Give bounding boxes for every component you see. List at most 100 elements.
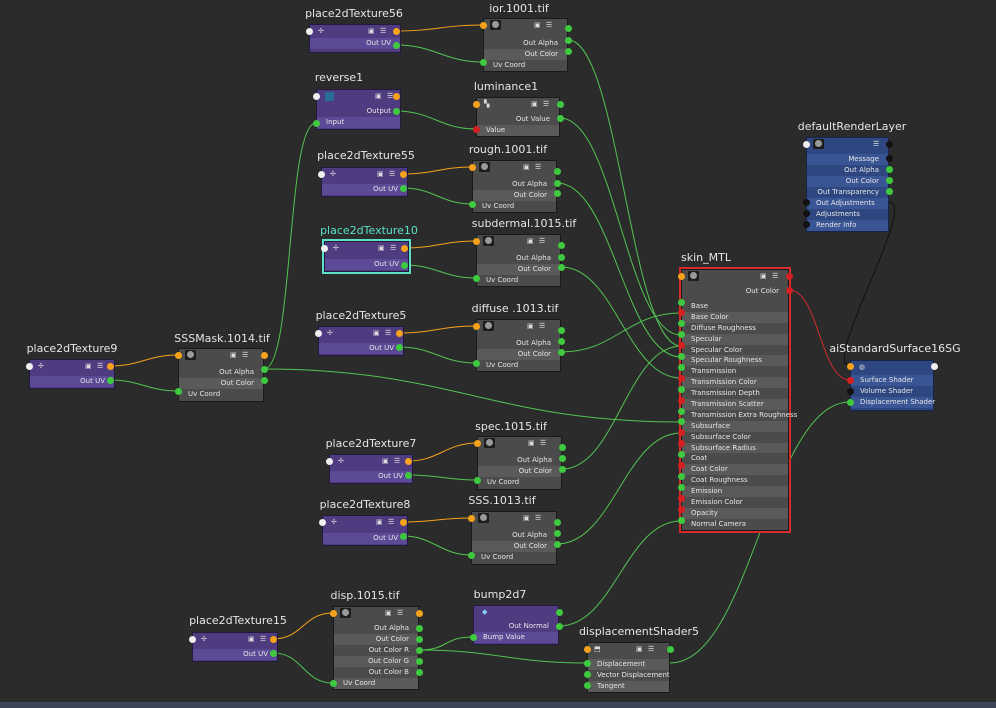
- port-dot[interactable]: [846, 376, 854, 384]
- swatch-toggle-icon[interactable]: ▣: [523, 163, 530, 171]
- swatch-toggle-icon[interactable]: ▣: [527, 322, 534, 330]
- connection-wire[interactable]: [402, 187, 473, 205]
- port-dot[interactable]: [415, 646, 423, 654]
- port-dot[interactable]: [479, 58, 487, 66]
- swatch-toggle-icon[interactable]: ▣: [523, 514, 530, 522]
- port-dot[interactable]: [846, 362, 854, 370]
- node-displacementshader5[interactable]: ⬒▣☰ Displacement Vector Displacement Tan…: [587, 642, 670, 693]
- port-dot[interactable]: [666, 645, 674, 653]
- port-dot[interactable]: [677, 374, 685, 382]
- node-sss[interactable]: ▣☰ Out Alpha Out Color Uv Coord: [471, 511, 557, 565]
- port-dot[interactable]: [469, 633, 477, 641]
- port-dot[interactable]: [785, 272, 793, 280]
- connection-wire[interactable]: [263, 122, 317, 370]
- port-dot[interactable]: [415, 668, 423, 676]
- node-place2dtexture7[interactable]: ✢▣☰ Out UV: [329, 454, 413, 484]
- port-dot[interactable]: [467, 514, 475, 522]
- port-dot[interactable]: [558, 465, 566, 473]
- expand-icon[interactable]: ☰: [390, 244, 397, 252]
- port-dot[interactable]: [846, 398, 854, 406]
- node-place2dtexture10[interactable]: ✢▣☰ Out UV: [322, 239, 411, 274]
- port-dot[interactable]: [472, 359, 480, 367]
- node-spec[interactable]: ▣☰ Out Alpha Out Color Uv Coord: [477, 436, 562, 490]
- port-dot[interactable]: [395, 343, 403, 351]
- node-subdermal[interactable]: ▣☰ Out Alpha Out Color Uv Coord: [476, 234, 561, 287]
- port-dot[interactable]: [329, 609, 337, 617]
- connection-wire[interactable]: [398, 325, 477, 334]
- port-dot[interactable]: [555, 622, 563, 630]
- connection-wire[interactable]: [272, 652, 334, 684]
- port-dot[interactable]: [557, 337, 565, 345]
- port-dot[interactable]: [885, 176, 893, 184]
- port-dot[interactable]: [677, 516, 685, 524]
- port-dot[interactable]: [885, 140, 893, 148]
- node-place2dtexture9[interactable]: ✢▣☰ Out UV: [29, 359, 115, 389]
- expand-icon[interactable]: ☰: [389, 170, 396, 178]
- connection-wire[interactable]: [843, 201, 896, 367]
- connection-wire[interactable]: [669, 401, 851, 664]
- port-dot[interactable]: [404, 471, 412, 479]
- expand-icon[interactable]: ☰: [535, 163, 542, 171]
- node-ior[interactable]: ▣☰ Out Alpha Out Color Uv Coord: [483, 18, 568, 72]
- port-dot[interactable]: [318, 518, 326, 526]
- port-dot[interactable]: [473, 439, 481, 447]
- port-dot[interactable]: [467, 551, 475, 559]
- port-dot[interactable]: [399, 170, 407, 178]
- expand-icon[interactable]: ☰: [535, 514, 542, 522]
- node-sssmask[interactable]: ▣☰ Out Alpha Out Color Uv Coord: [178, 348, 264, 402]
- port-dot[interactable]: [392, 92, 400, 100]
- port-dot[interactable]: [564, 36, 572, 44]
- swatch-toggle-icon[interactable]: ▣: [378, 244, 385, 252]
- port-dot[interactable]: [312, 119, 320, 127]
- port-dot[interactable]: [395, 329, 403, 337]
- expand-icon[interactable]: ☰: [387, 92, 394, 100]
- connection-wire[interactable]: [559, 117, 682, 336]
- node-rough[interactable]: ▣☰ Out Alpha Out Color Uv Coord: [472, 160, 557, 213]
- port-dot[interactable]: [472, 100, 480, 108]
- port-dot[interactable]: [472, 237, 480, 245]
- port-dot[interactable]: [802, 198, 810, 206]
- port-dot[interactable]: [415, 657, 423, 665]
- port-dot[interactable]: [677, 272, 685, 280]
- port-dot[interactable]: [399, 532, 407, 540]
- port-dot[interactable]: [677, 418, 685, 426]
- port-dot[interactable]: [677, 342, 685, 350]
- expand-icon[interactable]: ☰: [260, 635, 267, 643]
- port-dot[interactable]: [677, 309, 685, 317]
- port-dot[interactable]: [583, 659, 591, 667]
- port-dot[interactable]: [415, 624, 423, 632]
- port-dot[interactable]: [557, 241, 565, 249]
- expand-icon[interactable]: ☰: [873, 140, 880, 148]
- connection-wire[interactable]: [558, 520, 682, 627]
- port-dot[interactable]: [677, 505, 685, 513]
- port-dot[interactable]: [269, 635, 277, 643]
- port-dot[interactable]: [677, 396, 685, 404]
- port-dot[interactable]: [802, 220, 810, 228]
- node-bump2d7[interactable]: ◆ Out Normal Bump Value: [473, 605, 559, 645]
- node-luminance1[interactable]: ▚▣☰ Out Value Value: [476, 97, 560, 137]
- port-dot[interactable]: [314, 329, 322, 337]
- port-dot[interactable]: [468, 163, 476, 171]
- connection-wire[interactable]: [398, 346, 477, 364]
- swatch-toggle-icon[interactable]: ▣: [248, 635, 255, 643]
- connection-wire[interactable]: [407, 442, 478, 462]
- swatch-toggle-icon[interactable]: ▣: [373, 329, 380, 337]
- port-dot[interactable]: [677, 298, 685, 306]
- swatch-toggle-icon[interactable]: ▣: [528, 439, 535, 447]
- swatch-toggle-icon[interactable]: ▣: [534, 21, 541, 29]
- port-dot[interactable]: [188, 635, 196, 643]
- connection-wire[interactable]: [403, 240, 477, 249]
- node-diffuse[interactable]: ▣☰ Out Alpha Out Color Uv Coord: [476, 319, 561, 372]
- connection-wire[interactable]: [402, 166, 473, 175]
- connection-wire[interactable]: [403, 264, 477, 279]
- port-dot[interactable]: [400, 244, 408, 252]
- swatch-toggle-icon[interactable]: ▣: [385, 609, 392, 617]
- port-dot[interactable]: [553, 540, 561, 548]
- port-dot[interactable]: [885, 154, 893, 162]
- port-dot[interactable]: [677, 407, 685, 415]
- swatch-toggle-icon[interactable]: ▣: [376, 518, 383, 526]
- connection-wire[interactable]: [418, 649, 588, 664]
- port-dot[interactable]: [677, 472, 685, 480]
